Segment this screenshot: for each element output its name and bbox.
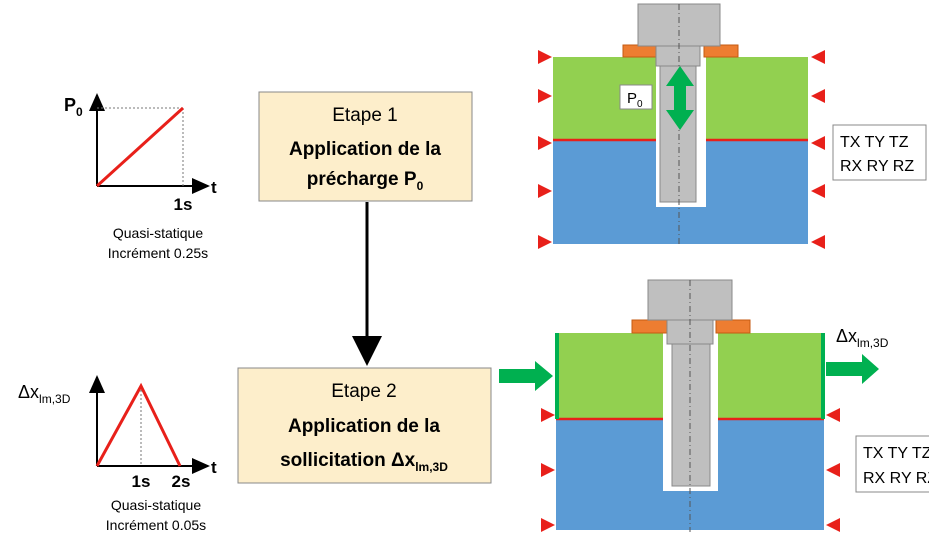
- displacement-graph: Δxlm,3D t 1s 2s Quasi-statique Incrément…: [18, 375, 217, 533]
- x-axis-label: t: [211, 458, 217, 477]
- caption-line-1: Quasi-statique: [111, 497, 201, 513]
- preload-graph: P0 t 1s Quasi-statique Incrément 0.25s: [64, 93, 217, 261]
- step-1-line-2: précharge P0: [307, 169, 424, 193]
- caption-line-2: Incrément 0.25s: [108, 245, 208, 261]
- constraint-marker: [811, 89, 825, 103]
- boundary-condition-box: [855, 435, 929, 493]
- constraint-marker: [826, 518, 840, 532]
- bolt-neck: [655, 45, 701, 67]
- boundary-condition-box: [832, 124, 927, 181]
- model-displacement: Δxlm,3D TX TY TZ RX RY RZ: [499, 279, 929, 532]
- bc-line-1: TX TY TZ: [840, 134, 909, 151]
- constraint-marker: [541, 463, 555, 477]
- bc-line-1: TX TY TZ: [863, 445, 929, 462]
- upper-plate-right: [706, 57, 808, 140]
- bc-line-2: RX RY RZ: [840, 158, 914, 175]
- model-preload: P0 TX TY TZ RX RY RZ: [538, 3, 927, 249]
- preload-double-arrow: [666, 66, 694, 130]
- step-2-line-2: sollicitation Δxlm,3D: [280, 450, 448, 474]
- constraint-marker: [826, 408, 840, 422]
- preload-label: P0: [627, 90, 643, 110]
- preload-label-box: [619, 84, 653, 110]
- displacement-label: Δxlm,3D: [836, 326, 889, 350]
- constraint-marker: [811, 184, 825, 198]
- step-2-box: Etape 2 Application de la sollicitation …: [237, 367, 492, 484]
- bc-line-2: RX RY RZ: [863, 470, 929, 487]
- step-1-title: Etape 1: [332, 105, 398, 126]
- caption-line-2: Incrément 0.05s: [106, 517, 206, 533]
- load-curve: [95, 382, 182, 467]
- step-1-box: Etape 1 Application de la précharge P0: [258, 91, 473, 202]
- constraint-marker: [538, 235, 552, 249]
- washer-left: [631, 319, 669, 334]
- constraint-marker: [538, 136, 552, 150]
- step-2-line-1: Application de la: [288, 416, 440, 437]
- step-2-title: Etape 2: [331, 381, 397, 402]
- washer-right: [715, 319, 751, 334]
- y-axis-label: Δxlm,3D: [18, 382, 71, 406]
- constraint-marker: [541, 408, 555, 422]
- upper-plate-left: [556, 333, 663, 420]
- step-1-line-1: Application de la: [289, 139, 441, 160]
- y-axis-label: P0: [64, 95, 83, 119]
- upper-plate-right: [718, 333, 824, 420]
- load-curve: [95, 106, 185, 188]
- x-axis-label: t: [211, 178, 217, 197]
- constraint-marker: [538, 89, 552, 103]
- constraint-marker: [541, 518, 555, 532]
- constraint-marker: [538, 50, 552, 64]
- washer-right: [703, 44, 739, 58]
- tick-label-2s: 2s: [172, 472, 191, 491]
- caption-line-1: Quasi-statique: [113, 225, 203, 241]
- constraint-marker: [811, 235, 825, 249]
- tick-label-1s: 1s: [174, 195, 193, 214]
- load-arrow-right: [826, 354, 879, 384]
- bolt-shank: [671, 343, 711, 487]
- tick-label-1s: 1s: [132, 472, 151, 491]
- constraint-marker: [826, 463, 840, 477]
- bolt-head: [647, 279, 733, 321]
- constraint-marker: [811, 50, 825, 64]
- load-arrow-left: [499, 361, 553, 391]
- constraint-marker: [811, 136, 825, 150]
- constraint-marker: [538, 184, 552, 198]
